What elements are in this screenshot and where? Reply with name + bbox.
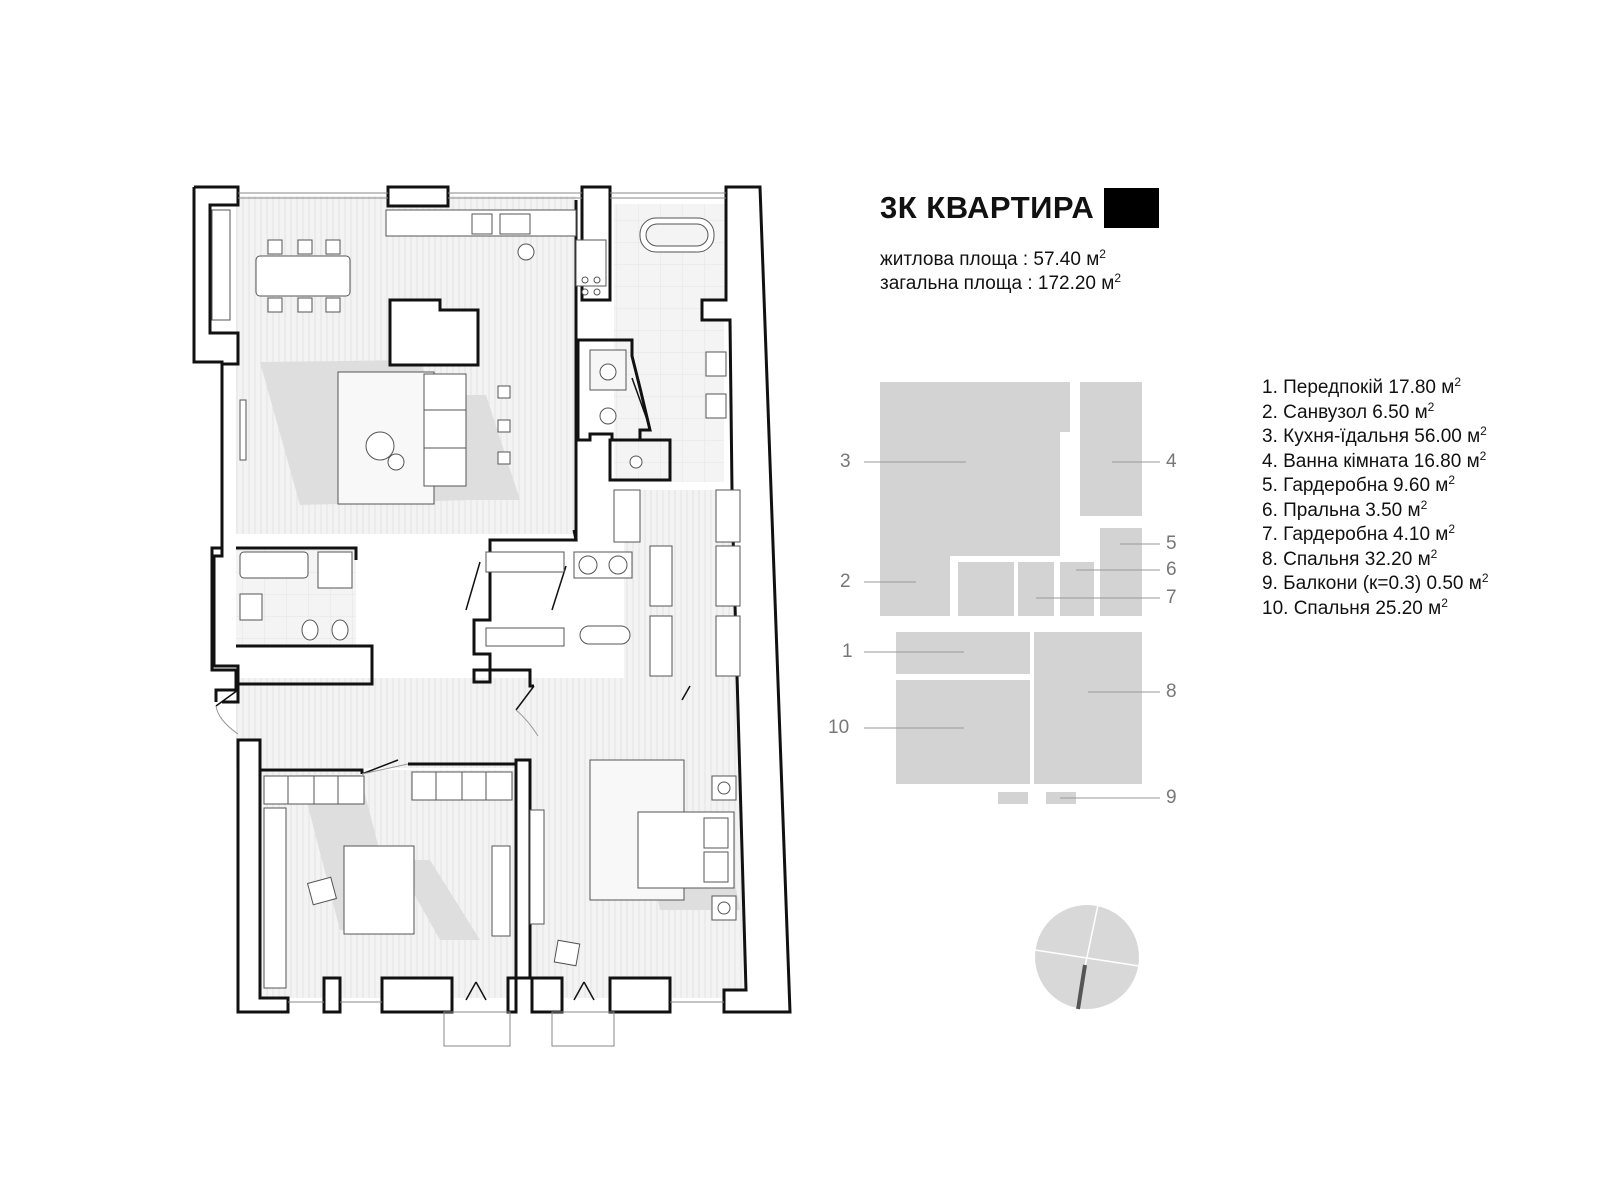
key-label-4: 4 xyxy=(1166,451,1177,472)
sofa-icon xyxy=(343,845,415,935)
kitchen-furniture xyxy=(211,209,607,505)
stove xyxy=(575,239,607,287)
bedroom-8-furniture xyxy=(529,759,737,967)
key-room-2 xyxy=(880,560,946,616)
sink-icon xyxy=(499,213,531,235)
key-plan xyxy=(880,382,1142,804)
radiator xyxy=(211,209,231,321)
legend-item: 9. Балкони (к=0.3) 0.50 м2 xyxy=(1262,571,1489,594)
area-summary: житлова площа : 57.40 м2 загальна площа … xyxy=(880,248,1121,296)
wardrobes xyxy=(613,489,741,677)
key-room-10 xyxy=(896,680,1030,784)
title-block: 3К КВАРТИРА xyxy=(880,188,1160,228)
key-label-1: 1 xyxy=(842,641,853,662)
key-label-2: 2 xyxy=(840,571,851,592)
doors xyxy=(215,377,691,1001)
key-label-6: 6 xyxy=(1166,559,1177,580)
key-room-1 xyxy=(896,632,1030,674)
walls xyxy=(192,185,792,1014)
wc-fixtures xyxy=(239,551,633,647)
sofa-icon xyxy=(423,373,467,487)
key-room-7 xyxy=(1018,562,1054,616)
page-title: 3К КВАРТИРА xyxy=(880,190,1095,225)
key-leaders xyxy=(864,461,1160,799)
key-room-6 xyxy=(1060,562,1094,616)
sink-icon xyxy=(705,351,727,377)
key-label-3: 3 xyxy=(840,451,851,472)
toilet-icon xyxy=(301,619,319,641)
legend-item: 8. Спальня 32.20 м2 xyxy=(1262,546,1438,570)
shelving xyxy=(485,551,565,573)
bathtub-icon xyxy=(239,551,309,579)
legend-item: 10. Спальня 25.20 м2 xyxy=(1262,595,1448,619)
key-label-8: 8 xyxy=(1166,681,1177,702)
windows xyxy=(238,192,726,1047)
bedroom-10-furniture xyxy=(263,771,513,989)
legend-item: 2. Санвузол 6.50 м2 xyxy=(1262,399,1435,423)
toilet-icon xyxy=(599,363,617,381)
total-area: загальна площа : 172.20 м2 xyxy=(880,271,1122,294)
dining-table-icon xyxy=(255,255,351,297)
key-room-3 xyxy=(880,382,1070,616)
key-room-3b xyxy=(958,562,1014,616)
compass-icon xyxy=(1034,904,1140,1010)
tv-panel xyxy=(239,399,247,461)
key-label-7: 7 xyxy=(1166,587,1177,608)
legend-item: 1. Передпокій 17.80 м2 xyxy=(1262,375,1462,398)
room-legend: 1. Передпокій 17.80 м2 2. Санвузол 6.50 … xyxy=(1262,376,1489,621)
key-label-10: 10 xyxy=(828,717,850,738)
key-label-5: 5 xyxy=(1166,533,1177,554)
key-room-4 xyxy=(1080,382,1142,516)
title-mark xyxy=(1104,188,1160,228)
legend-item: 3. Кухня-їдальня 56.00 м2 xyxy=(1262,424,1487,447)
legend-item: 6. Пральна 3.50 м2 xyxy=(1262,497,1428,521)
legend-item: 4. Ванна кімната 16.80 м2 xyxy=(1262,448,1487,472)
legend-item: 5. Гардеробна 9.60 м2 xyxy=(1262,473,1456,496)
key-room-5 xyxy=(1100,528,1142,616)
key-label-9: 9 xyxy=(1166,787,1177,808)
key-balcony-a xyxy=(998,792,1028,804)
key-room-8 xyxy=(1034,632,1142,784)
living-area: житлова площа : 57.40 м2 xyxy=(880,247,1106,270)
bathroom-fixtures xyxy=(589,217,727,469)
legend-item: 7. Гардеробна 4.10 м2 xyxy=(1262,522,1456,545)
